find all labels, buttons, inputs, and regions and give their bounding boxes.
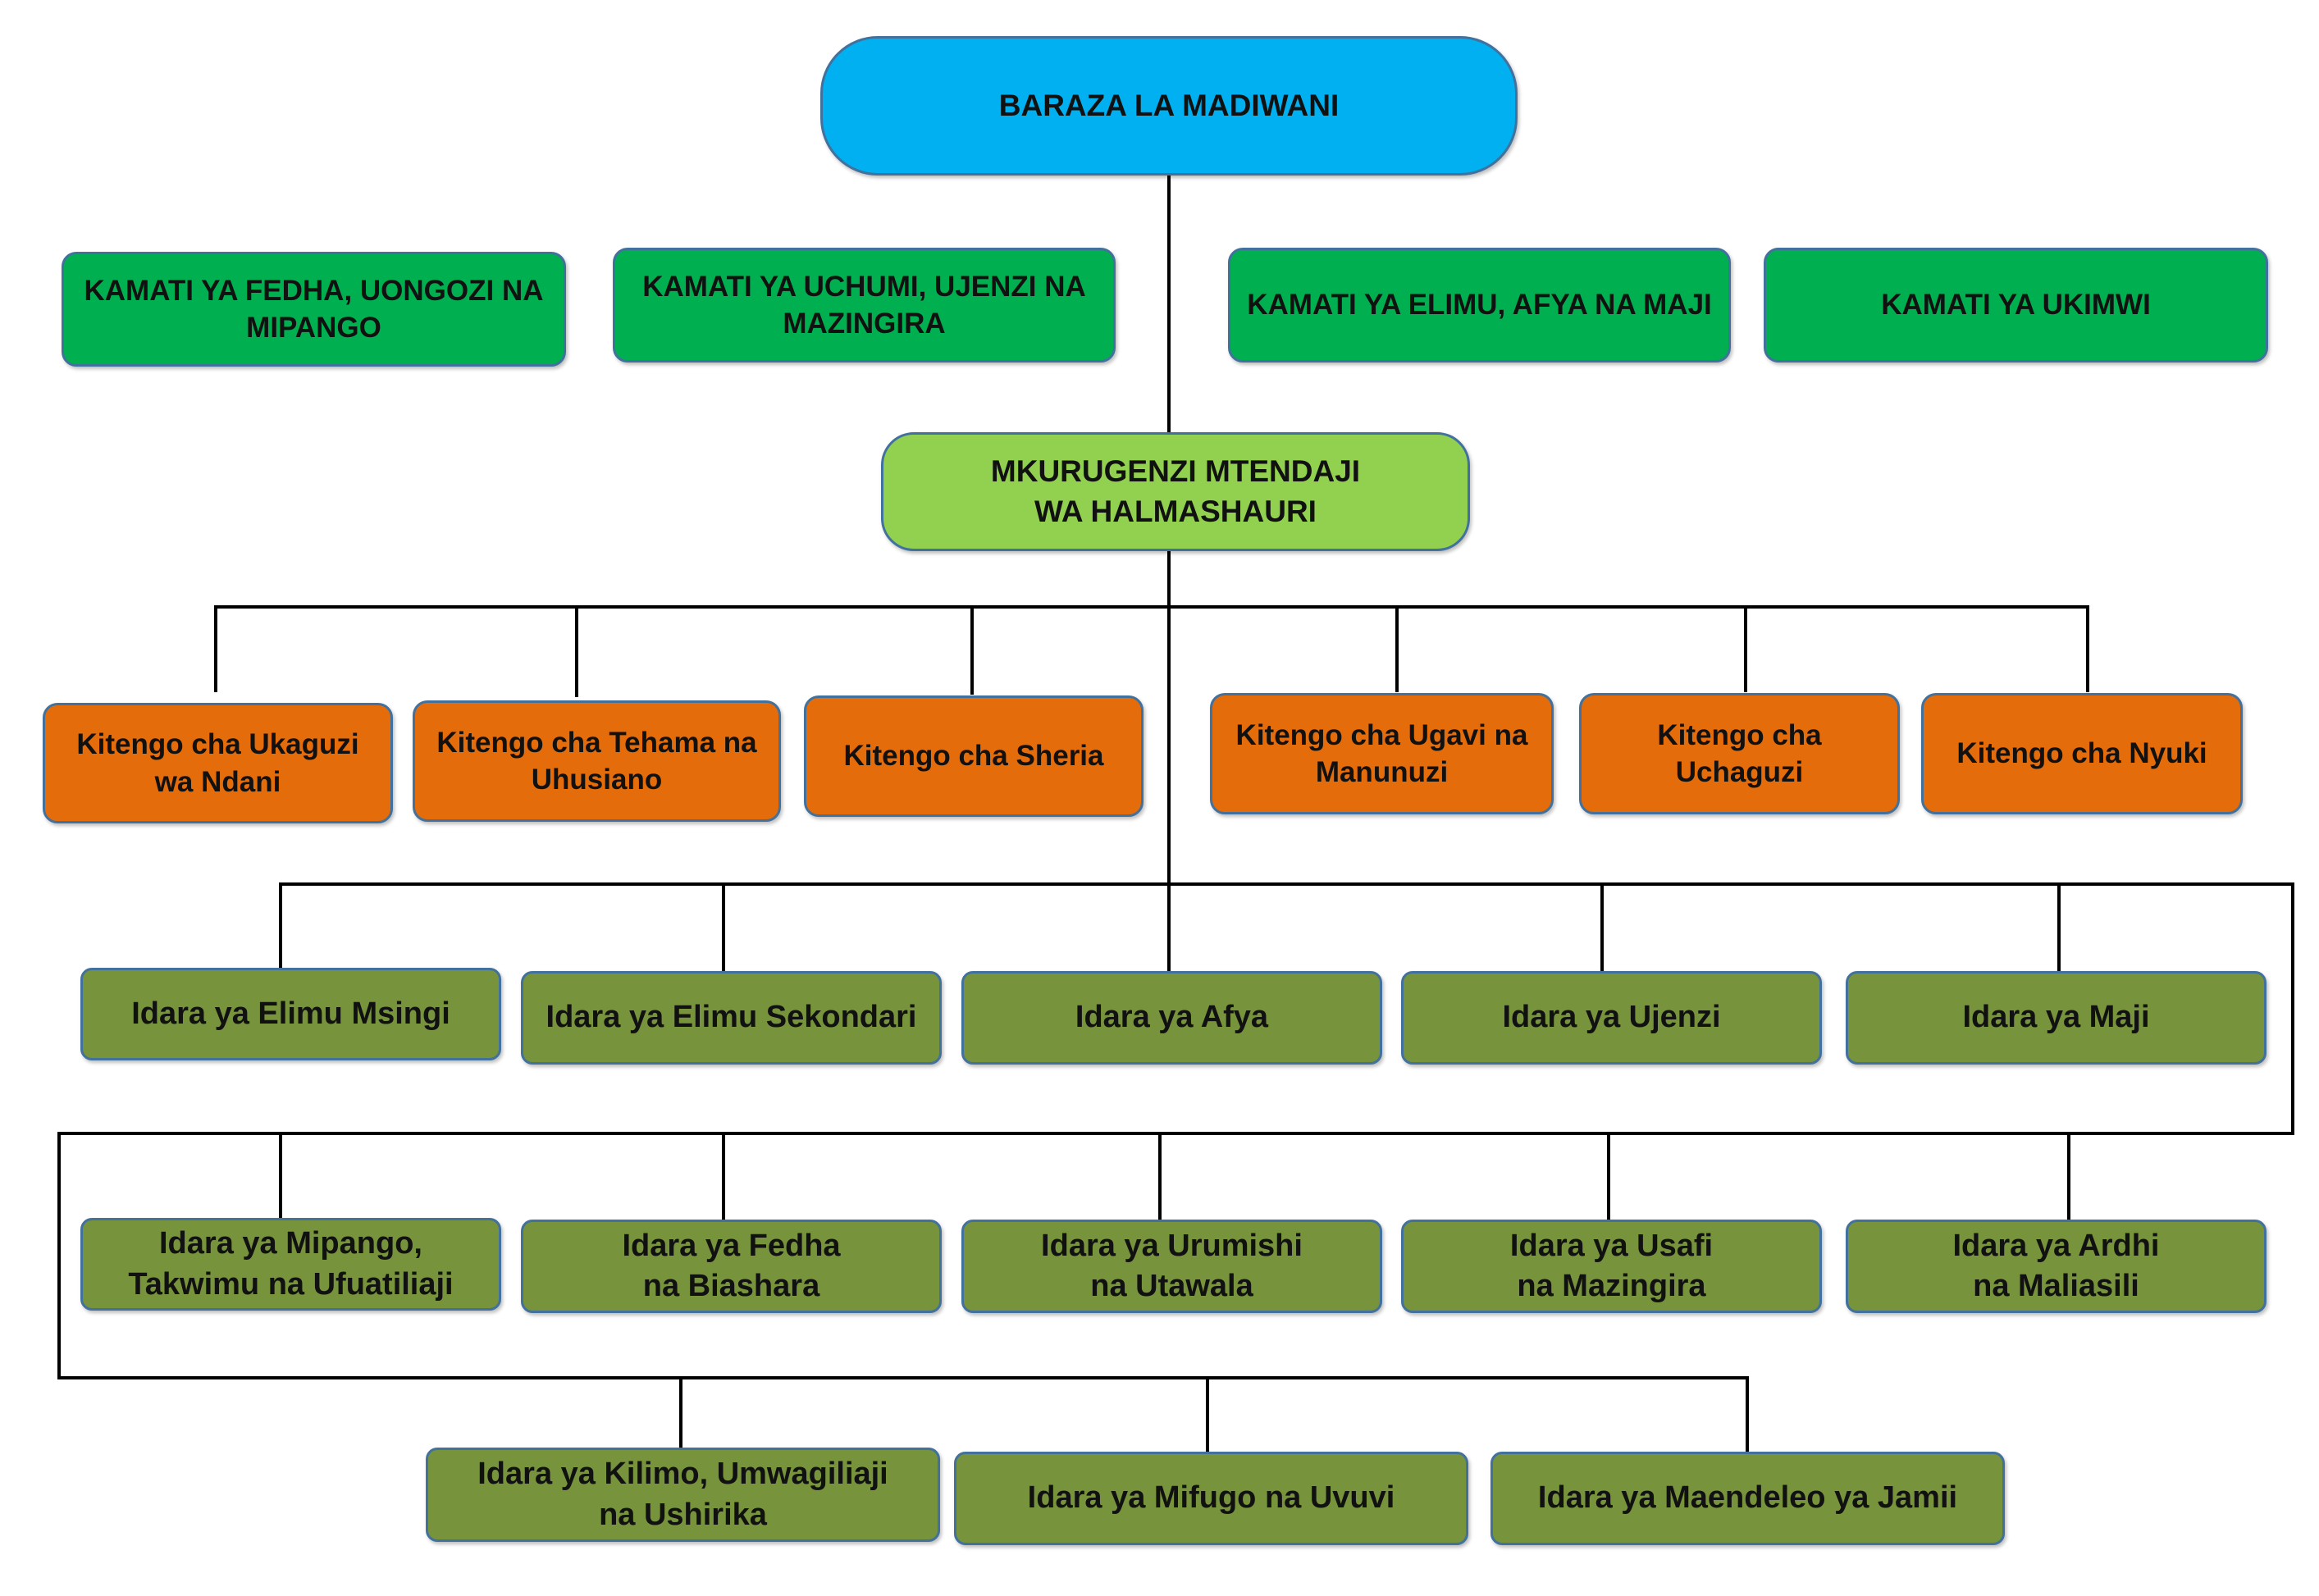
- kitengo-label: Kitengo cha Uchaguzi: [1657, 718, 1822, 789]
- idara-label: Idara ya Mifugo na Uvuvi: [1027, 1480, 1395, 1516]
- kitengo-label: Kitengo cha Ugavi na Manunuzi: [1235, 718, 1528, 789]
- idara-label: Idara ya Elimu Msingi: [131, 996, 450, 1031]
- idara-box-2-2: Idara ya Fedha na Biashara: [521, 1220, 942, 1313]
- kitengo-box-3: Kitengo cha Sheria: [804, 695, 1144, 817]
- idara-box-1-3: Idara ya Afya: [961, 971, 1382, 1065]
- kamati-box-2: KAMATI YA UCHUMI, UJENZI NA MAZINGIRA: [613, 248, 1116, 363]
- kitengo-box-6: Kitengo cha Nyuki: [1921, 693, 2243, 814]
- idara-label: Idara ya Mipango, Takwimu na Ufuatiliaji: [128, 1226, 454, 1302]
- kamati-label: KAMATI YA UCHUMI, UJENZI NA MAZINGIRA: [642, 270, 1086, 340]
- kamati-label: KAMATI YA FEDHA, UONGOZI NA MIPANGO: [84, 274, 544, 344]
- idara-box-2-5: Idara ya Ardhi na Maliasili: [1846, 1220, 2267, 1313]
- kitengo-label: Kitengo cha Ukaguzi wa Ndani: [76, 728, 359, 798]
- idara-bus-3: [57, 1132, 1749, 1379]
- idara-box-3-1: Idara ya Kilimo, Umwagiliaji na Ushirika: [426, 1448, 940, 1542]
- baraza-la-madiwani-box: BARAZA LA MADIWANI: [820, 36, 1518, 176]
- idara-box-1-5: Idara ya Maji: [1846, 971, 2267, 1065]
- idara-box-2-1: Idara ya Mipango, Takwimu na Ufuatiliaji: [80, 1218, 501, 1311]
- kamati-box-1: KAMATI YA FEDHA, UONGOZI NA MIPANGO: [62, 252, 566, 367]
- idara-label: Idara ya Maendeleo ya Jamii: [1537, 1480, 1958, 1516]
- kamati-box-4: KAMATI YA UKIMWI: [1764, 248, 2268, 363]
- idara-label: Idara ya Usafi na Mazingira: [1509, 1228, 1714, 1303]
- idara-box-2-3: Idara ya Urumishi na Utawala: [961, 1220, 1382, 1313]
- idara-box-2-4: Idara ya Usafi na Mazingira: [1401, 1220, 1822, 1313]
- idara-box-1-1: Idara ya Elimu Msingi: [80, 968, 501, 1060]
- mkurugenzi-mtendaji-label: MKURUGENZI MTENDAJI WA HALMASHAURI: [990, 454, 1361, 528]
- kitengo-box-5: Kitengo cha Uchaguzi: [1579, 693, 1900, 814]
- kamati-box-3: KAMATI YA ELIMU, AFYA NA MAJI: [1228, 248, 1731, 363]
- idara-label: Idara ya Urumishi na Utawala: [1041, 1228, 1303, 1303]
- idara-label: Idara ya Elimu Sekondari: [546, 1000, 917, 1035]
- idara-label: Idara ya Ujenzi: [1502, 1000, 1721, 1035]
- idara-label: Idara ya Kilimo, Umwagiliaji na Ushirika: [477, 1457, 888, 1532]
- idara-label: Idara ya Maji: [1962, 1000, 2150, 1035]
- kitengo-label: Kitengo cha Sheria: [843, 740, 1104, 773]
- kitengo-label: Kitengo cha Tehama na Uhusiano: [436, 726, 757, 796]
- mkurugenzi-mtendaji-box: MKURUGENZI MTENDAJI WA HALMASHAURI: [881, 432, 1470, 551]
- idara-box-3-2: Idara ya Mifugo na Uvuvi: [954, 1452, 1468, 1545]
- kitengo-box-2: Kitengo cha Tehama na Uhusiano: [413, 700, 781, 822]
- kitengo-label: Kitengo cha Nyuki: [1956, 737, 2207, 770]
- idara-box-3-3: Idara ya Maendeleo ya Jamii: [1490, 1452, 2005, 1545]
- kitengo-box-4: Kitengo cha Ugavi na Manunuzi: [1210, 693, 1554, 814]
- kitengo-box-1: Kitengo cha Ukaguzi wa Ndani: [43, 703, 393, 823]
- baraza-la-madiwani-label: BARAZA LA MADIWANI: [998, 88, 1340, 122]
- kamati-label: KAMATI YA ELIMU, AFYA NA MAJI: [1247, 289, 1712, 321]
- kamati-label: KAMATI YA UKIMWI: [1881, 289, 2151, 321]
- idara-box-1-4: Idara ya Ujenzi: [1401, 971, 1822, 1065]
- idara-label: Idara ya Fedha na Biashara: [622, 1228, 841, 1303]
- idara-label: Idara ya Ardhi na Maliasili: [1952, 1228, 2160, 1303]
- idara-bus-1: [279, 882, 2294, 1135]
- idara-box-1-2: Idara ya Elimu Sekondari: [521, 971, 942, 1065]
- idara-label: Idara ya Afya: [1075, 1000, 1269, 1035]
